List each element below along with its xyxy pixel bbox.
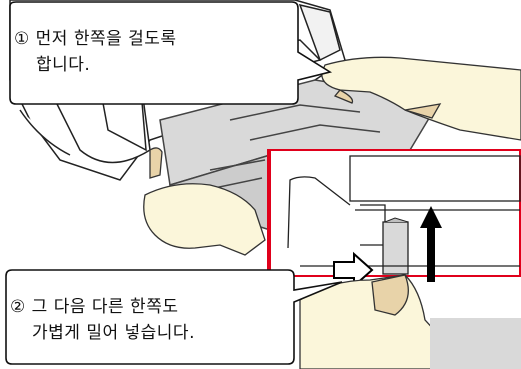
- up-arrow: [420, 206, 442, 282]
- detail-inset: [267, 149, 521, 277]
- push-arrow: [333, 251, 374, 289]
- step-2-line-2: 가볍게 밀어 넣습니다.: [32, 323, 195, 343]
- step-1-line-1: ① 먼저 한쪽을 걸도록: [14, 29, 177, 49]
- step-2-line-1: ② 그 다음 다른 한쪽도: [10, 297, 179, 317]
- callout-1-text: ① 먼저 한쪽을 걸도록 합니다.: [14, 26, 264, 78]
- callout-2: [5, 269, 343, 365]
- callout-1: [9, 1, 333, 105]
- hand-right-top: [321, 56, 521, 141]
- step-1-line-2: 합니다.: [36, 55, 91, 75]
- callout-2-text: ② 그 다음 다른 한쪽도 가볍게 밀어 넣습니다.: [10, 294, 280, 346]
- tray-base: [430, 318, 521, 369]
- hand-left: [143, 147, 266, 256]
